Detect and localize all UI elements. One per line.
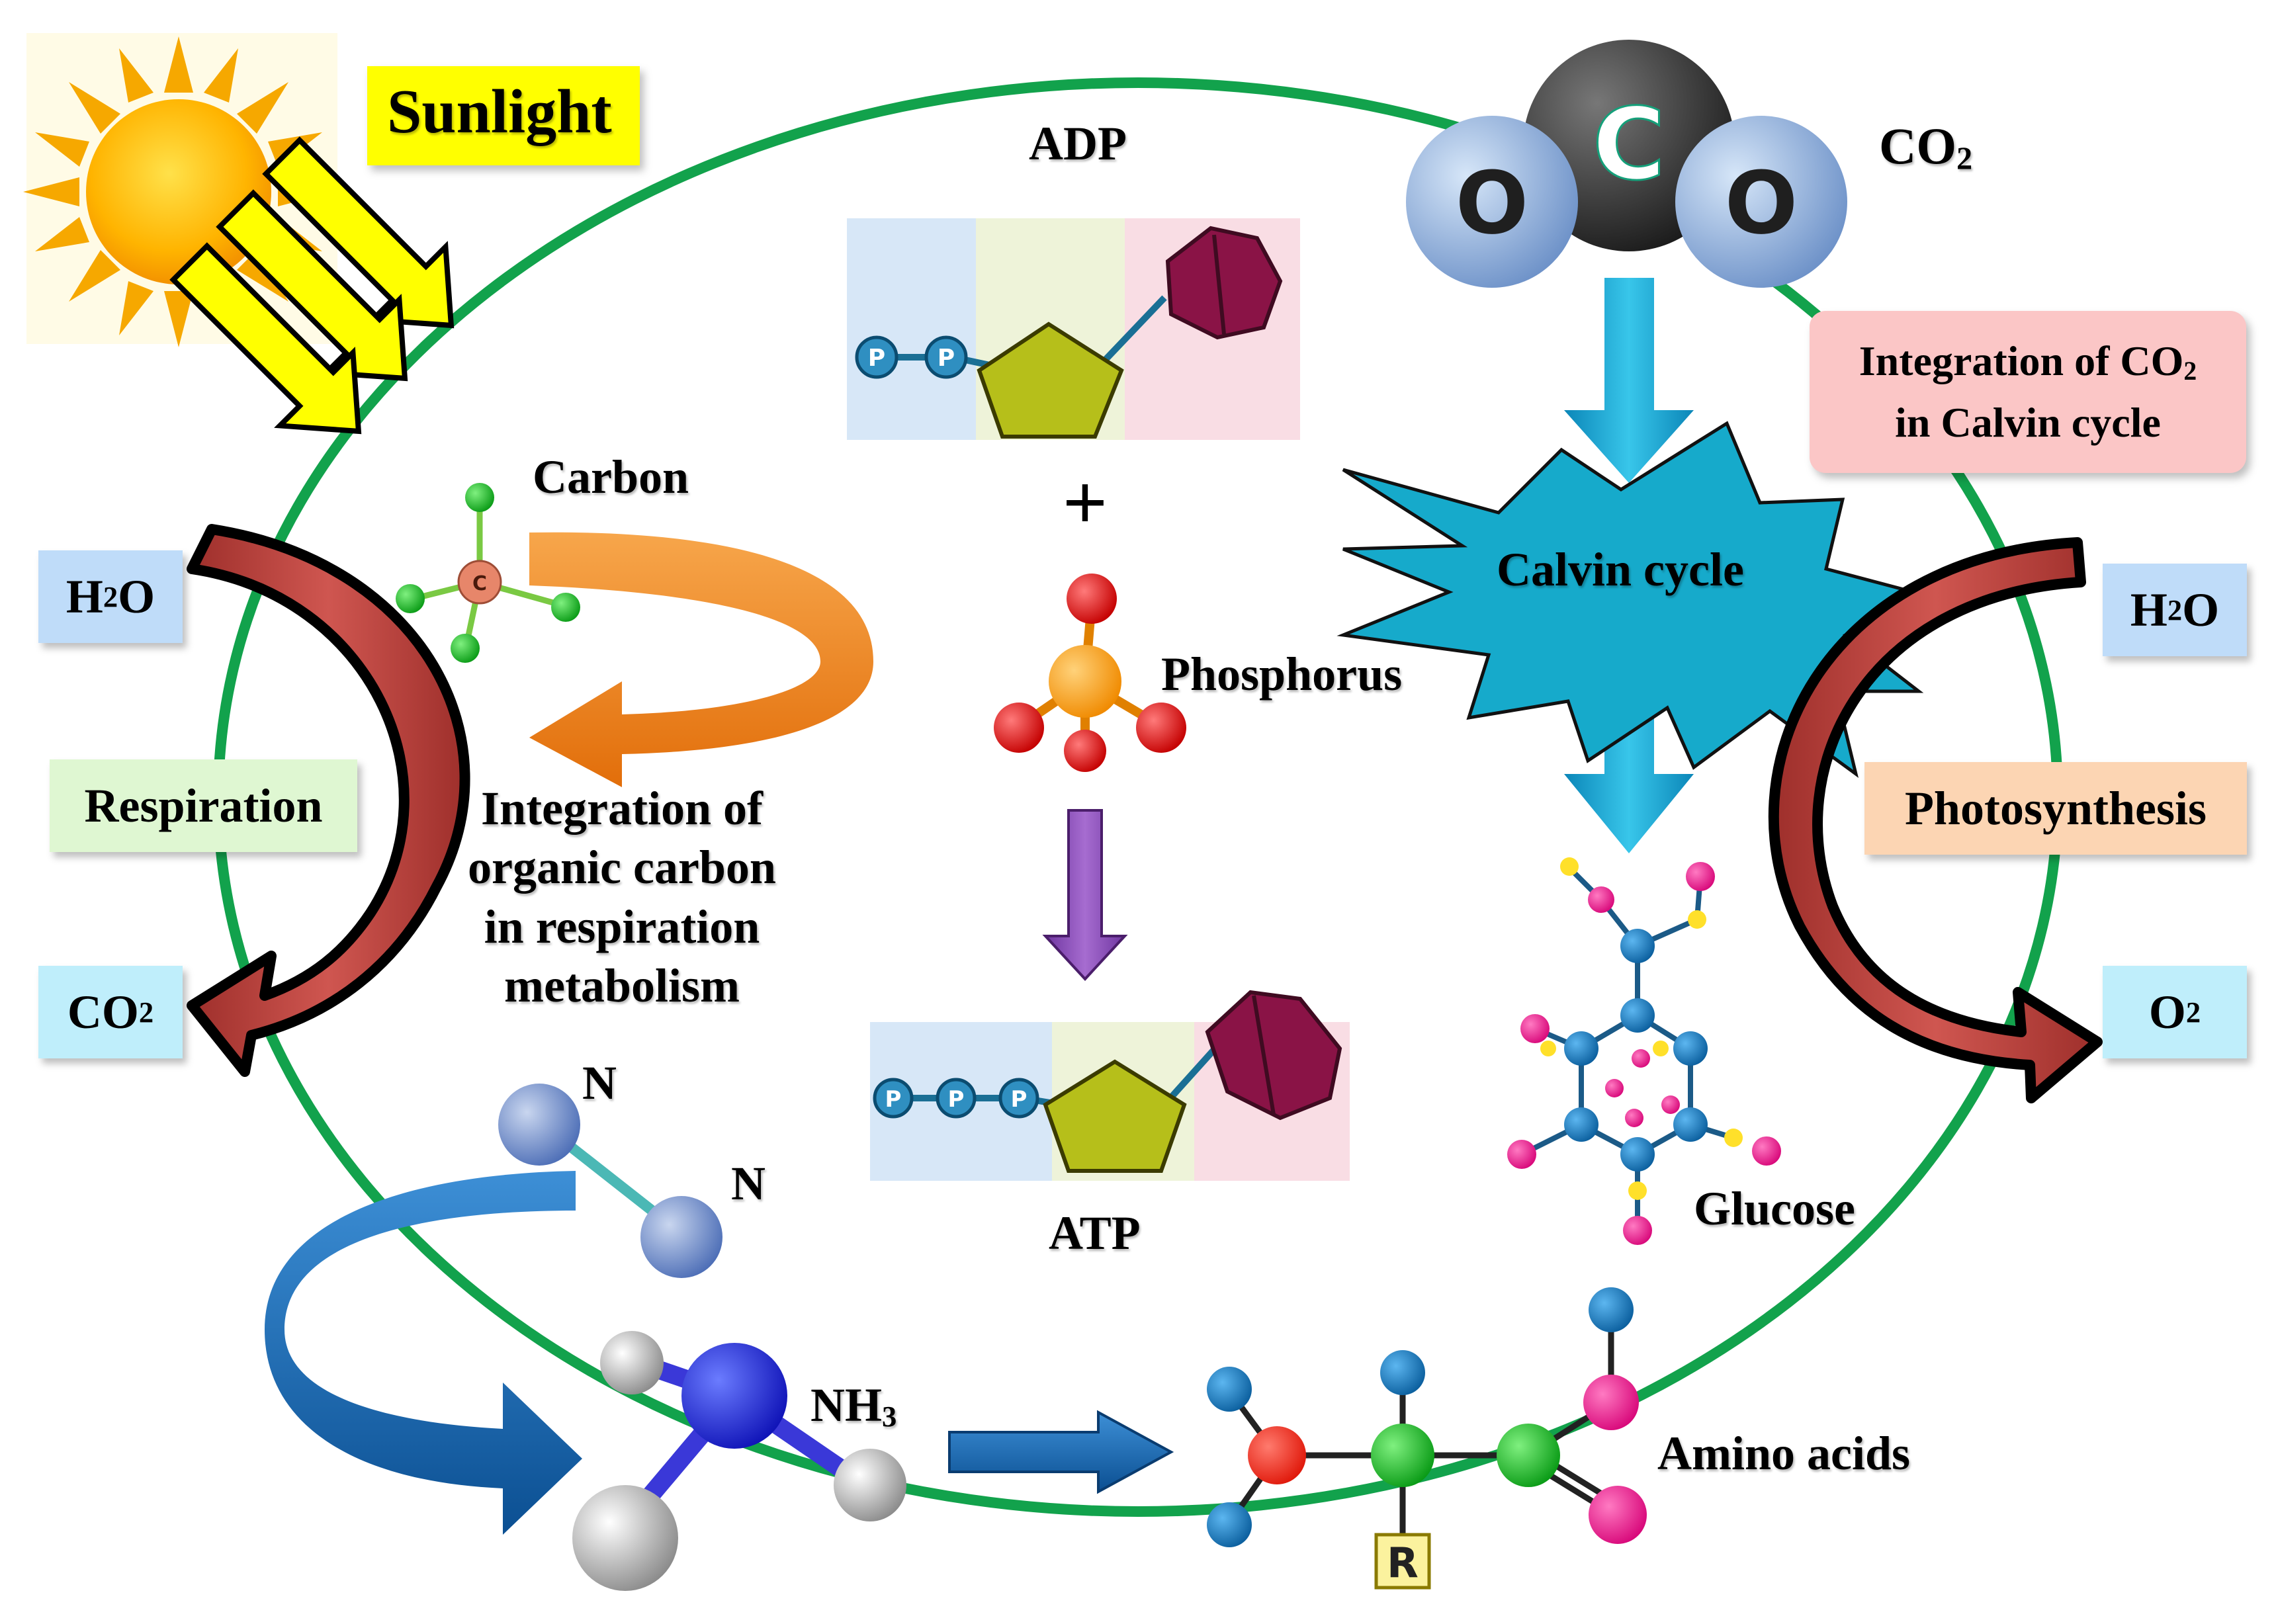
plus-sign: + [1063, 458, 1108, 546]
photosynthesis-arrow [1768, 537, 2103, 1103]
sunlight-box [367, 66, 640, 165]
amino-acid-molecule-icon [1207, 1287, 1647, 1590]
calvin-output-arrow [1564, 648, 1694, 853]
nh3-molecule-icon [572, 1331, 906, 1591]
sunlight-label: Sunlight [387, 77, 612, 146]
calvin-input-arrow [1564, 278, 1694, 483]
nh3-label: NH3 [810, 1379, 897, 1432]
co2-o-right-letter: O [1725, 153, 1798, 253]
respiration-integration-line-3: in respiration [484, 900, 760, 953]
glucose-molecule-icon [1507, 857, 1781, 1245]
co2-molecule-icon [1406, 40, 1847, 288]
co2-top-subscript: 2 [1956, 141, 1973, 177]
amino-acids-label: Amino acids [1657, 1427, 1911, 1480]
carbon-label: Carbon [533, 450, 689, 503]
n-atom-1-label: N [582, 1056, 617, 1109]
r-group-letter: R [1387, 1539, 1419, 1587]
nh3-text: NH [810, 1379, 882, 1432]
respiration-label: Respiration [84, 779, 323, 832]
calvin-integration-box [1810, 311, 2246, 473]
calvin-cycle-label: Calvin cycle [1497, 543, 1744, 596]
nh3-to-amino-arrow [948, 1410, 1174, 1494]
glucose-label: Glucose [1694, 1182, 1855, 1235]
calvin-cycle-starburst [1336, 421, 1945, 779]
n2-molecule-icon [498, 1084, 722, 1278]
co2-top-label: CO2 [1879, 118, 1972, 175]
respiration-box: Respiration [50, 759, 357, 852]
nh3-subscript: 3 [882, 1400, 897, 1433]
carbon-atom-letter: C [472, 572, 487, 595]
calvin-integration-text-1: Integration of CO [1859, 337, 2184, 384]
adp-phosphate-2-letter: P [938, 345, 955, 372]
adp-phosphate-1-letter: P [868, 345, 885, 372]
co2-top-text: CO [1879, 117, 1956, 175]
co2-left-text: CO [67, 985, 139, 1039]
h2o-right-h: H [2130, 583, 2167, 636]
calvin-integration-subscript: 2 [2183, 356, 2197, 386]
respiration-integration-line-2: organic carbon [468, 841, 776, 894]
co2-c-letter: C [1593, 87, 1665, 202]
calvin-integration-line-2: in Calvin cycle [1895, 398, 2161, 446]
o2-right-text: O [2148, 985, 2186, 1039]
atp-molecule-icon [870, 990, 1350, 1181]
calvin-integration-label: Integration of CO2 in Calvin cycle [1810, 311, 2246, 473]
calvin-integration-line-1: Integration of CO2 [1859, 331, 2197, 392]
nitrogen-fixation-arrow [265, 1171, 582, 1535]
sunlight-arrows [169, 136, 455, 435]
adp-to-atp-arrow [1042, 809, 1128, 981]
adp-molecule-icon [847, 218, 1300, 440]
respiration-integration-line-1: Integration of [481, 782, 763, 835]
photosynthesis-box: Photosynthesis [1864, 762, 2247, 855]
respiration-integration-label: Integration of organic carbon in respira… [437, 779, 807, 1015]
phosphorus-label: Phosphorus [1161, 648, 1403, 701]
carbon-molecule-icon [396, 483, 580, 663]
phosphate-molecule-icon [994, 574, 1186, 772]
carbon-integration-arrow [529, 532, 873, 787]
co2-o-left-letter: O [1456, 153, 1529, 253]
n-atom-2-label: N [731, 1157, 766, 1210]
atp-phosphate-2-letter: P [948, 1086, 965, 1113]
atp-phosphate-3-letter: P [1011, 1086, 1028, 1113]
adp-label: ADP [1029, 117, 1127, 170]
h2o-left-o: O [118, 570, 155, 623]
atp-label: ATP [1049, 1207, 1141, 1260]
h2o-right-o: O [2182, 583, 2220, 636]
respiration-arrow [187, 524, 470, 1077]
photosynthesis-label: Photosynthesis [1904, 781, 2207, 835]
respiration-integration-line-4: metabolism [504, 959, 740, 1012]
atp-phosphate-1-letter: P [885, 1086, 902, 1113]
h2o-left-h: H [66, 570, 103, 623]
